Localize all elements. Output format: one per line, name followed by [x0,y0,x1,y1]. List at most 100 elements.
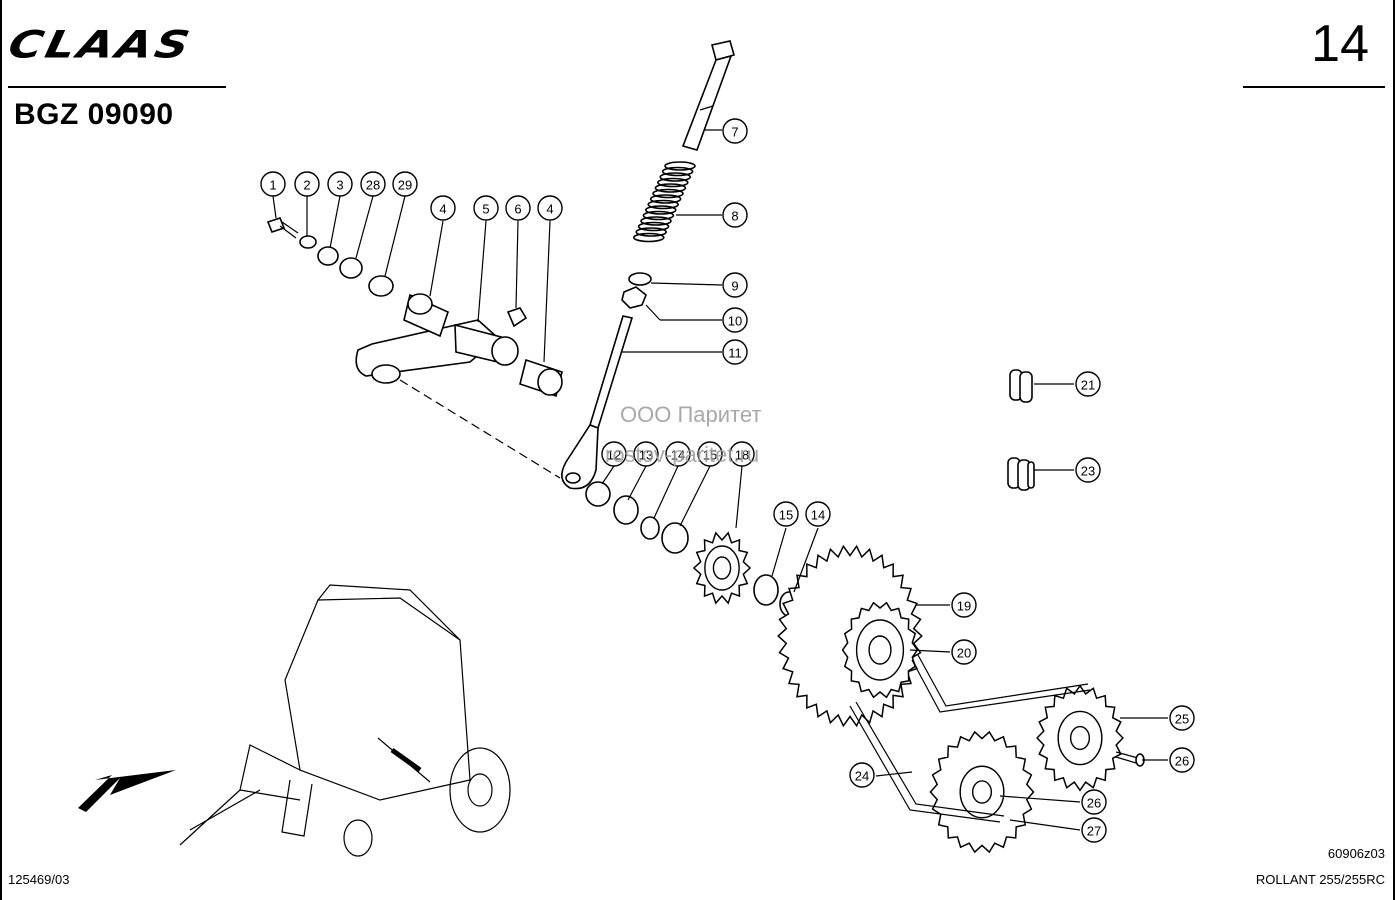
part-pin [1115,751,1145,767]
part-sprocket-bottom [929,730,1035,854]
callout-label: 20 [957,646,971,661]
callout-label: 26 [1175,754,1189,769]
callout-label: 15 [779,508,793,523]
callout-7: 7 [722,118,748,144]
left-border [0,0,2,900]
callout-15: 15 [697,441,723,467]
callout-label: 8 [731,209,738,224]
assembly-axis [399,379,561,479]
part-shim-15 [661,522,689,554]
callout-label: 14 [671,448,685,463]
header-rule-right [1243,86,1385,88]
part-sprocket-small [692,531,752,605]
part-bolt [681,40,735,151]
drawing-code: BGZ 09090 [14,98,174,131]
callout-1: 1 [260,171,286,197]
callout-5: 5 [473,195,499,221]
callout-label: 25 [1175,712,1189,727]
callout-15: 15 [773,501,799,527]
callout-label: 26 [1087,796,1101,811]
figure-code: 60906z03 [1327,846,1385,861]
callout-12: 12 [601,441,627,467]
callout-13: 13 [633,441,659,467]
right-border [1393,0,1395,900]
callout-label: 10 [728,314,742,329]
part-washer-small [299,235,317,249]
watermark-url: rostov-paritet.ru [605,442,760,467]
callout-10: 10 [722,307,748,333]
callout-label: 23 [1081,464,1095,479]
callout-14: 14 [665,441,691,467]
callout-label: 29 [398,178,412,193]
part-grease-nipple [506,307,528,328]
callout-label: 12 [607,448,621,463]
callout-label: 3 [336,178,343,193]
part-spacer-ring [368,275,394,297]
callout-label: 18 [735,448,749,463]
callout-24: 24 [849,762,875,788]
callout-label: 4 [439,202,446,217]
callout-19: 19 [951,592,977,618]
callout-label: 19 [957,599,971,614]
watermark-company: ООО Паритет [620,402,762,427]
callout-18: 18 [729,441,755,467]
callout-4: 4 [537,195,563,221]
callout-3: 3 [327,171,353,197]
chain-lower [849,705,1001,823]
callout-9: 9 [722,272,748,298]
model-name: ROLLANT 255/255RC [1255,872,1385,887]
part-shim-15b [753,574,779,606]
callout-14: 14 [805,501,831,527]
part-ring-12 [585,481,611,507]
callout-20: 20 [951,639,977,665]
header-rule-left [8,86,226,88]
part-chain-link-23 [1007,457,1035,491]
part-chain-link-21 [1009,369,1033,403]
callout-label: 13 [639,448,653,463]
callout-label: 9 [731,279,738,294]
part-sprocket-hub [841,601,919,699]
callout-label: 21 [1081,378,1095,393]
callout-21: 21 [1075,371,1101,397]
part-threaded-rod [561,315,634,490]
chain-upper [911,659,1091,713]
callout-label: 4 [546,202,553,217]
page-number: 14 [1311,15,1369,73]
part-nut [621,286,647,309]
callout-label: 15 [703,448,717,463]
callout-23: 23 [1075,457,1101,483]
part-bushing-upper [403,293,449,338]
callout-4: 4 [430,195,456,221]
callout-26: 26 [1081,789,1107,815]
callout-28: 28 [360,171,386,197]
leader-lines [272,129,1168,831]
callout-label: 14 [811,508,825,523]
callout-2: 2 [294,171,320,197]
part-bushing-lower [519,358,563,398]
callout-29: 29 [392,171,418,197]
callout-label: 2 [303,178,310,193]
baler-overview-sketch [179,584,511,857]
part-circlip-14 [640,516,660,540]
callout-6: 6 [505,195,531,221]
direction-arrow-icon [78,770,176,812]
callout-26: 26 [1169,747,1195,773]
callout-label: 24 [855,769,869,784]
callout-label: 1 [269,178,276,193]
callout-label: 6 [514,202,521,217]
part-arm [355,319,519,384]
callout-label: 7 [731,125,738,140]
callout-27: 27 [1081,817,1107,843]
callout-11: 11 [722,339,748,365]
callout-label: 11 [728,346,742,361]
callout-label: 27 [1087,824,1101,839]
callout-label: 28 [366,178,380,193]
callout-8: 8 [722,202,748,228]
part-washer-large [339,257,363,279]
callout-label: 5 [482,202,489,217]
part-sprocket-right [1036,684,1124,792]
part-screw [266,217,299,239]
